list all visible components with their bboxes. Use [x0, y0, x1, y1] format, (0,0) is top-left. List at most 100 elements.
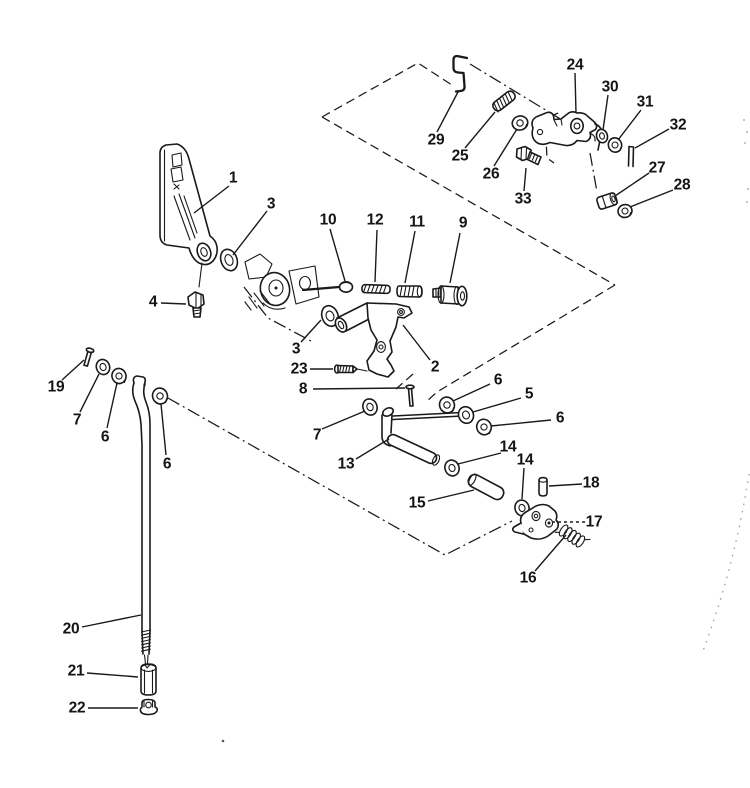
callout-label-27-15: 27 [649, 160, 666, 177]
leader-line-21-37 [86, 672, 139, 678]
callout-label-13-29: 13 [338, 456, 355, 473]
callout-label-10-3: 10 [320, 212, 337, 229]
leader-line-3-1 [232, 210, 268, 256]
callout-label-6-23: 6 [101, 429, 110, 446]
part-32-pin [627, 145, 635, 168]
callout-label-30-12: 30 [602, 79, 619, 96]
part-19-cotter-pin [83, 347, 95, 367]
leader-line-5-27 [472, 397, 522, 413]
part-20-vertical-rod [131, 375, 151, 665]
leader-line-7-25 [321, 410, 366, 430]
part-7-washer-left [95, 358, 111, 376]
callout-label-29-7: 29 [428, 132, 445, 149]
leader-line-2-18 [402, 324, 431, 361]
part-6-nut-a [111, 367, 127, 385]
callout-label-25-8: 25 [452, 148, 469, 165]
callout-label-17-34: 17 [586, 514, 603, 531]
part-33-bolt [515, 145, 542, 166]
part-9-connector [432, 285, 468, 307]
callout-label-6-26: 6 [494, 372, 503, 389]
callout-label-12-4: 12 [367, 212, 384, 229]
part-8-pin [405, 384, 415, 407]
callout-label-6-24: 6 [163, 456, 172, 473]
leader-line-10-3 [329, 228, 346, 282]
callout-label-7-22: 7 [73, 412, 81, 429]
reference-engine-hub [244, 253, 320, 311]
dashed-outline-lower-right [424, 284, 616, 404]
callout-label-15-32: 15 [409, 495, 426, 512]
leader-line-27-15 [614, 172, 650, 197]
leader-line-15-32 [427, 489, 475, 502]
leader-line-25-8 [464, 111, 496, 149]
axis-line-linkage [167, 397, 513, 556]
part-12-threaded-rod [361, 283, 391, 295]
callout-label-23-19: 23 [291, 361, 308, 378]
part-25-spring [492, 90, 516, 113]
callout-label-21-37: 21 [68, 663, 85, 680]
leader-line-8-20 [312, 387, 406, 390]
part-2-shift-lever [334, 302, 413, 378]
callout-label-14-31: 14 [517, 452, 534, 469]
leader-line-3-17 [300, 319, 322, 343]
callout-label-32-14: 32 [670, 117, 687, 134]
leader-line-6-26 [452, 383, 491, 402]
callout-label-14-30: 14 [500, 439, 517, 456]
dashed-outline-main-diagonal [321, 116, 616, 286]
part-22-nut [139, 698, 159, 716]
part-6-nut-b [151, 387, 169, 405]
construction-lines [167, 62, 750, 743]
callout-label-2-18: 2 [431, 359, 439, 376]
callout-label-1-0: 1 [229, 170, 238, 187]
part-17-bracket [511, 503, 560, 540]
leader-line-26-9 [493, 128, 518, 167]
leader-line-14-31 [521, 467, 525, 500]
parts-layer [83, 54, 635, 716]
leader-line-11-5 [404, 230, 416, 284]
leader-line-6-23 [106, 382, 118, 429]
callout-label-3-1: 3 [267, 196, 276, 213]
callout-label-33-10: 33 [515, 191, 532, 208]
leader-line-6-28 [490, 419, 552, 427]
part-16-spring [554, 524, 591, 548]
part-24-bracket-lever [531, 111, 603, 151]
callout-label-8-20: 8 [299, 381, 308, 398]
leader-line-13-29 [355, 438, 390, 460]
callout-label-7-25: 7 [313, 427, 321, 444]
leader-line-30-12 [602, 94, 609, 131]
dashed-segment-small [395, 373, 414, 390]
part-11-coupler [396, 285, 423, 298]
part-3-washer-lower [320, 304, 340, 328]
callout-label-9-6: 9 [459, 215, 468, 232]
axis-line-hub [243, 286, 312, 342]
leader-line-1-0 [193, 185, 230, 214]
leader-line-16-35 [534, 534, 567, 572]
callout-label-5-27: 5 [525, 386, 534, 403]
part-13-link-rod [381, 407, 473, 466]
leader-line-12-4 [374, 229, 378, 283]
part-23-screw [333, 364, 368, 374]
part-28-nut [617, 203, 633, 219]
callout-label-22-38: 22 [69, 700, 86, 717]
part-21-coupler [140, 663, 157, 696]
part-1-throttle-lever [159, 143, 218, 288]
part-29-hook-link [452, 54, 469, 93]
leader-line-4-2 [160, 302, 187, 305]
callout-label-18-33: 18 [583, 475, 600, 492]
callout-label-19-21: 19 [48, 379, 65, 396]
callout-label-6-28: 6 [556, 410, 565, 427]
leader-line-14-30 [457, 452, 502, 465]
callout-label-3-17: 3 [292, 341, 301, 358]
leader-line-31-13 [617, 109, 642, 141]
leader-line-18-33 [548, 483, 583, 487]
axis-line-bracket-to-bushing [589, 152, 598, 193]
leader-line-19-21 [61, 359, 85, 381]
part-4-bolt [187, 291, 205, 318]
part-27-bushing [596, 192, 618, 210]
dashed-outline-top-left [321, 62, 453, 118]
leader-line-9-6 [449, 232, 461, 284]
part-10-ball-joint [338, 280, 354, 293]
callout-label-31-13: 31 [637, 94, 654, 111]
link-rod [301, 285, 341, 292]
